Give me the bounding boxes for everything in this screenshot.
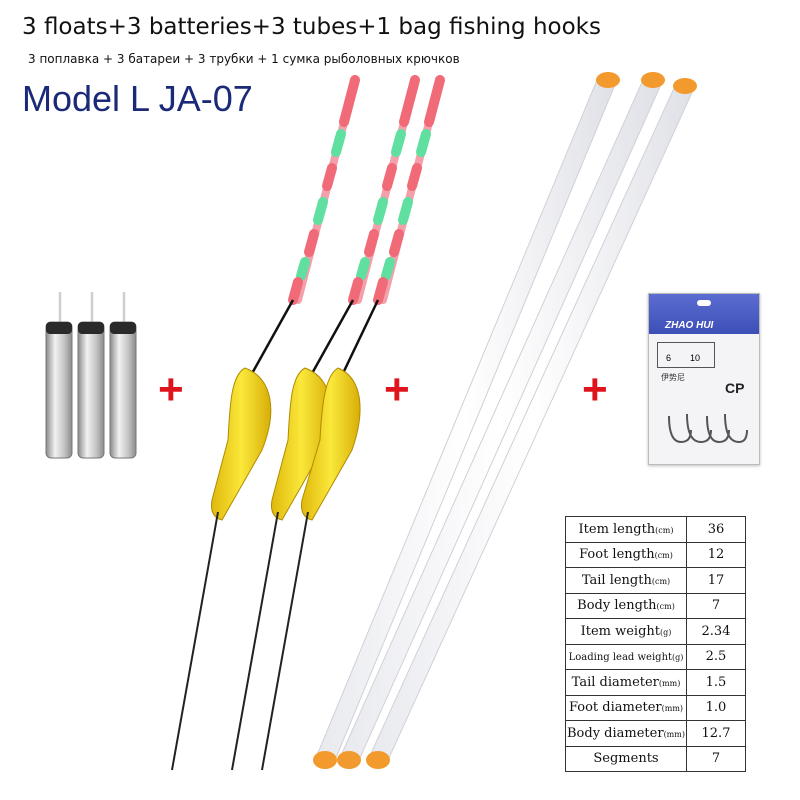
spec-row: Loading lead weight(g)2.5 <box>565 643 746 670</box>
spec-unit: (mm) <box>663 729 685 739</box>
tube <box>313 72 620 769</box>
spec-row: Tail length(cm)17 <box>565 567 746 594</box>
spec-value: 7 <box>686 745 746 772</box>
spec-label-cell: Segments <box>565 745 687 772</box>
spec-label-cell: Body length(cm) <box>565 592 687 619</box>
spec-value: 36 <box>686 516 746 543</box>
spec-unit: (mm) <box>658 678 681 688</box>
battery <box>109 292 137 459</box>
spec-unit: (cm) <box>651 576 671 586</box>
spec-label: Foot diameter <box>568 700 662 716</box>
spec-unit: (g) <box>672 653 684 663</box>
hook-size-box: 6 10 <box>657 342 715 368</box>
spec-row: Tail diameter(mm)1.5 <box>565 669 746 696</box>
spec-label: Foot length <box>579 547 655 563</box>
battery <box>45 292 73 459</box>
spec-label-cell: Item weight(g) <box>565 618 687 645</box>
spec-unit: (g) <box>660 627 672 637</box>
float <box>171 75 360 771</box>
spec-row: Foot length(cm)12 <box>565 541 746 568</box>
spec-label: Item weight <box>580 623 661 639</box>
plus-sign: + <box>158 365 184 414</box>
spec-unit: (cm) <box>656 602 675 612</box>
spec-value: 12 <box>686 541 746 568</box>
spec-value: 7 <box>686 592 746 619</box>
hook-name-chinese: 伊势尼 <box>661 373 685 382</box>
spec-label-cell: Foot length(cm) <box>565 541 687 568</box>
spec-value: 2.34 <box>686 618 746 645</box>
fishing-hook-bag: ZHAO HUI 6 10 伊势尼 CP <box>648 293 760 465</box>
spec-label: Loading lead weight <box>568 652 673 664</box>
model-name: Model L JA-07 <box>22 78 253 119</box>
hook-size: 6 <box>666 353 672 363</box>
batteries <box>45 292 137 459</box>
float <box>261 75 445 771</box>
tubes <box>313 72 697 769</box>
floats <box>171 75 445 771</box>
spec-label: Segments <box>593 751 659 767</box>
hook-quantity: 10 <box>690 353 701 363</box>
spec-row: Body diameter(mm)12.7 <box>565 720 746 747</box>
spec-label-cell: Tail diameter(mm) <box>565 669 687 696</box>
spec-row: Body length(cm)7 <box>565 592 746 619</box>
spec-label: Tail diameter <box>571 674 659 690</box>
tube <box>337 72 665 769</box>
spec-row: Foot diameter(mm)1.0 <box>565 694 746 721</box>
spec-row: Item weight(g)2.34 <box>565 618 746 645</box>
tube <box>366 78 697 769</box>
spec-value: 1.0 <box>686 694 746 721</box>
spec-label-cell: Loading lead weight(g) <box>565 643 687 670</box>
spec-label: Item length <box>578 521 656 537</box>
spec-row: Segments 7 <box>565 745 746 772</box>
spec-unit: (cm) <box>654 551 673 561</box>
spec-unit: (mm) <box>661 704 684 714</box>
plus-sign: + <box>384 365 410 414</box>
page-subtitle-russian: 3 поплавка + 3 батареи + 3 трубки + 1 су… <box>28 52 460 66</box>
spec-value: 17 <box>686 567 746 594</box>
spec-label-cell: Foot diameter(mm) <box>565 694 687 721</box>
page-title: 3 floats+3 batteries+3 tubes+1 bag fishi… <box>22 14 601 40</box>
spec-label-cell: Item length(cm) <box>565 516 687 543</box>
spec-label-cell: Body diameter(mm) <box>565 720 687 747</box>
spec-row: Item length(cm)36 <box>565 516 746 543</box>
hooks-icon <box>668 413 748 444</box>
spec-label-cell: Tail length(cm) <box>565 567 687 594</box>
hook-code: CP <box>725 380 745 396</box>
hook-bag-header: ZHAO HUI <box>649 294 759 334</box>
battery <box>77 292 105 459</box>
spec-label: Body length <box>577 598 657 614</box>
spec-value: 2.5 <box>686 643 746 670</box>
hook-brand: ZHAO HUI <box>665 320 714 331</box>
spec-value: 12.7 <box>686 720 746 747</box>
hang-hole <box>697 300 711 306</box>
plus-sign: + <box>582 365 608 414</box>
spec-unit: (cm) <box>655 525 674 535</box>
spec-label: Tail length <box>581 572 652 588</box>
spec-value: 1.5 <box>686 669 746 696</box>
spec-label: Body diameter <box>567 725 664 741</box>
